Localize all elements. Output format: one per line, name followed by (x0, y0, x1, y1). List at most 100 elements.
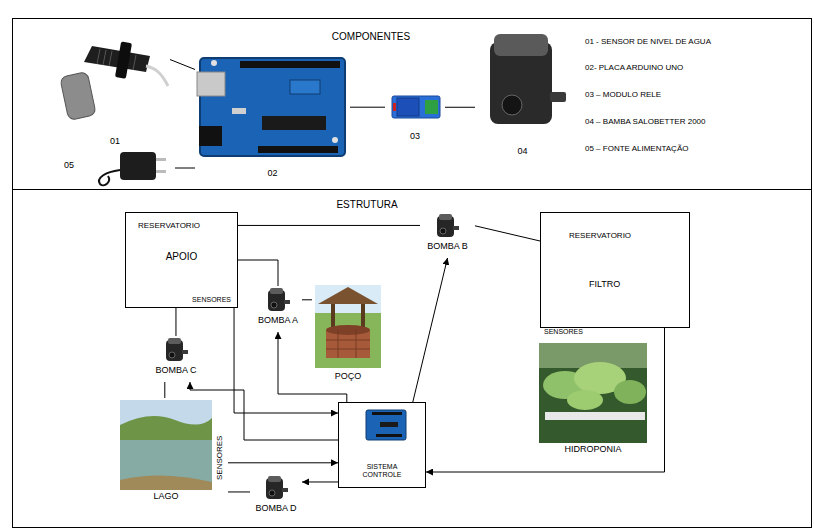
reservoir-box: RESERVATORIOFILTROSENSORES (540, 212, 690, 328)
box-title: SISTEMA CONTROLE (356, 463, 408, 479)
connector-line (228, 462, 338, 463)
pump-icon (268, 288, 290, 311)
connector-line (175, 168, 195, 169)
box-title: FILTRO (589, 279, 620, 289)
water-level-sensor (133, 55, 136, 70)
connector-line (238, 225, 420, 226)
hydroponics-photo (545, 412, 645, 420)
relay-module (392, 96, 440, 118)
pump-label: BOMBA B (427, 241, 468, 251)
lake-photo (120, 440, 212, 490)
relay-module (425, 100, 438, 114)
hydroponics-photo (614, 380, 646, 404)
sensor-label: SENSORES (215, 436, 224, 480)
connector-line (426, 328, 665, 472)
box-heading: RESERVATORIO (569, 231, 631, 240)
power-adapter (99, 152, 166, 185)
callout-number: 05 (64, 160, 74, 170)
arduino-board (240, 61, 340, 68)
arduino-board (211, 60, 217, 66)
well-illustration (315, 285, 381, 368)
pump-icon (166, 338, 188, 361)
connector-line (238, 260, 278, 286)
part-name: 01 - SENSOR DE NIVEL DE AGUA (585, 37, 711, 46)
water-level-sensor (60, 72, 97, 121)
water-level-sensor (103, 50, 106, 65)
water-level-sensor (109, 51, 112, 66)
connector-line (170, 60, 195, 70)
pump-node: BOMBA D (250, 474, 302, 524)
connector-line (228, 491, 250, 492)
callout-number: 04 (517, 146, 527, 156)
pump-label: BOMBA C (155, 365, 196, 375)
control-box: SISTEMA CONTROLE (338, 402, 426, 488)
connector-line (175, 308, 176, 336)
water-pump (502, 95, 522, 115)
water-pump (550, 92, 566, 102)
connector-line (278, 332, 347, 402)
pump-node: BOMBA C (148, 336, 204, 382)
arduino-board (262, 116, 326, 130)
arduino-board (366, 410, 406, 440)
power-adapter (156, 170, 166, 173)
pump-label: BOMBA D (255, 503, 296, 513)
reservoir-box: RESERVATORIO APOIO SENSORES (125, 212, 238, 308)
well-illustration (315, 285, 381, 368)
water-level-sensor (97, 49, 100, 64)
power-adapter (99, 170, 120, 185)
well-node: POÇO (312, 283, 384, 385)
hydroponics-photo (539, 343, 647, 443)
power-adapter (120, 152, 156, 180)
panel-title: COMPONENTES (332, 31, 410, 43)
structure-panel: ESTRUTURA RESERVATORIO APOIO SENSORES BOMBA … (12, 189, 812, 528)
hydroponics-node: HIDROPONIA (537, 341, 649, 459)
connector-line (445, 107, 475, 108)
part-name: 02- PLACA ARDUINO UNO (585, 63, 683, 72)
relay-module (393, 103, 396, 111)
connector-line (302, 299, 312, 300)
pump-node: BOMBA A (254, 286, 302, 332)
box-heading: RESERVATORIO (138, 221, 200, 230)
arduino-board (197, 58, 345, 156)
lake-photo (120, 400, 212, 490)
arduino-part: 02 (195, 50, 350, 180)
connector-line (475, 226, 540, 241)
pump-node: BOMBA B (420, 212, 475, 258)
connector-line (413, 258, 448, 402)
sensor-part: 01 (60, 30, 170, 148)
relay-part: 03 (385, 88, 445, 143)
picture-label: LAGO (153, 491, 178, 501)
part-name: 04 – BAMBA SALOBETTER 2000 (585, 117, 706, 126)
connector-line (350, 107, 385, 108)
panel-title: ESTRUTURA (336, 199, 397, 211)
water-level-sensor (60, 41, 168, 120)
arduino-board (380, 422, 398, 427)
well-illustration (356, 330, 357, 358)
water-level-sensor (115, 41, 132, 78)
lake-photo (120, 400, 212, 490)
well-illustration (326, 330, 370, 358)
connector-line (234, 308, 338, 413)
arduino-board (258, 146, 338, 153)
sensor-label: SENSORES (544, 328, 583, 336)
callout-number: 02 (267, 168, 277, 178)
lake-photo (120, 475, 212, 490)
box-title: APOIO (166, 251, 198, 263)
callout-number: 01 (110, 136, 120, 146)
pump-icon (437, 214, 459, 237)
sensor-label: SENSORES (192, 296, 231, 304)
arduino-board (372, 412, 402, 415)
arduino-board (290, 80, 320, 94)
connector-line (190, 382, 338, 440)
power-supply-part: 05 (60, 148, 175, 188)
lake-node: LAGO SENSORES (118, 398, 228, 506)
power-adapter (156, 158, 166, 161)
pump-icon (266, 476, 288, 499)
picture-label: POÇO (335, 371, 362, 381)
relay-module (397, 98, 419, 116)
hydroponics-photo (567, 390, 603, 410)
arduino-board (197, 72, 225, 96)
